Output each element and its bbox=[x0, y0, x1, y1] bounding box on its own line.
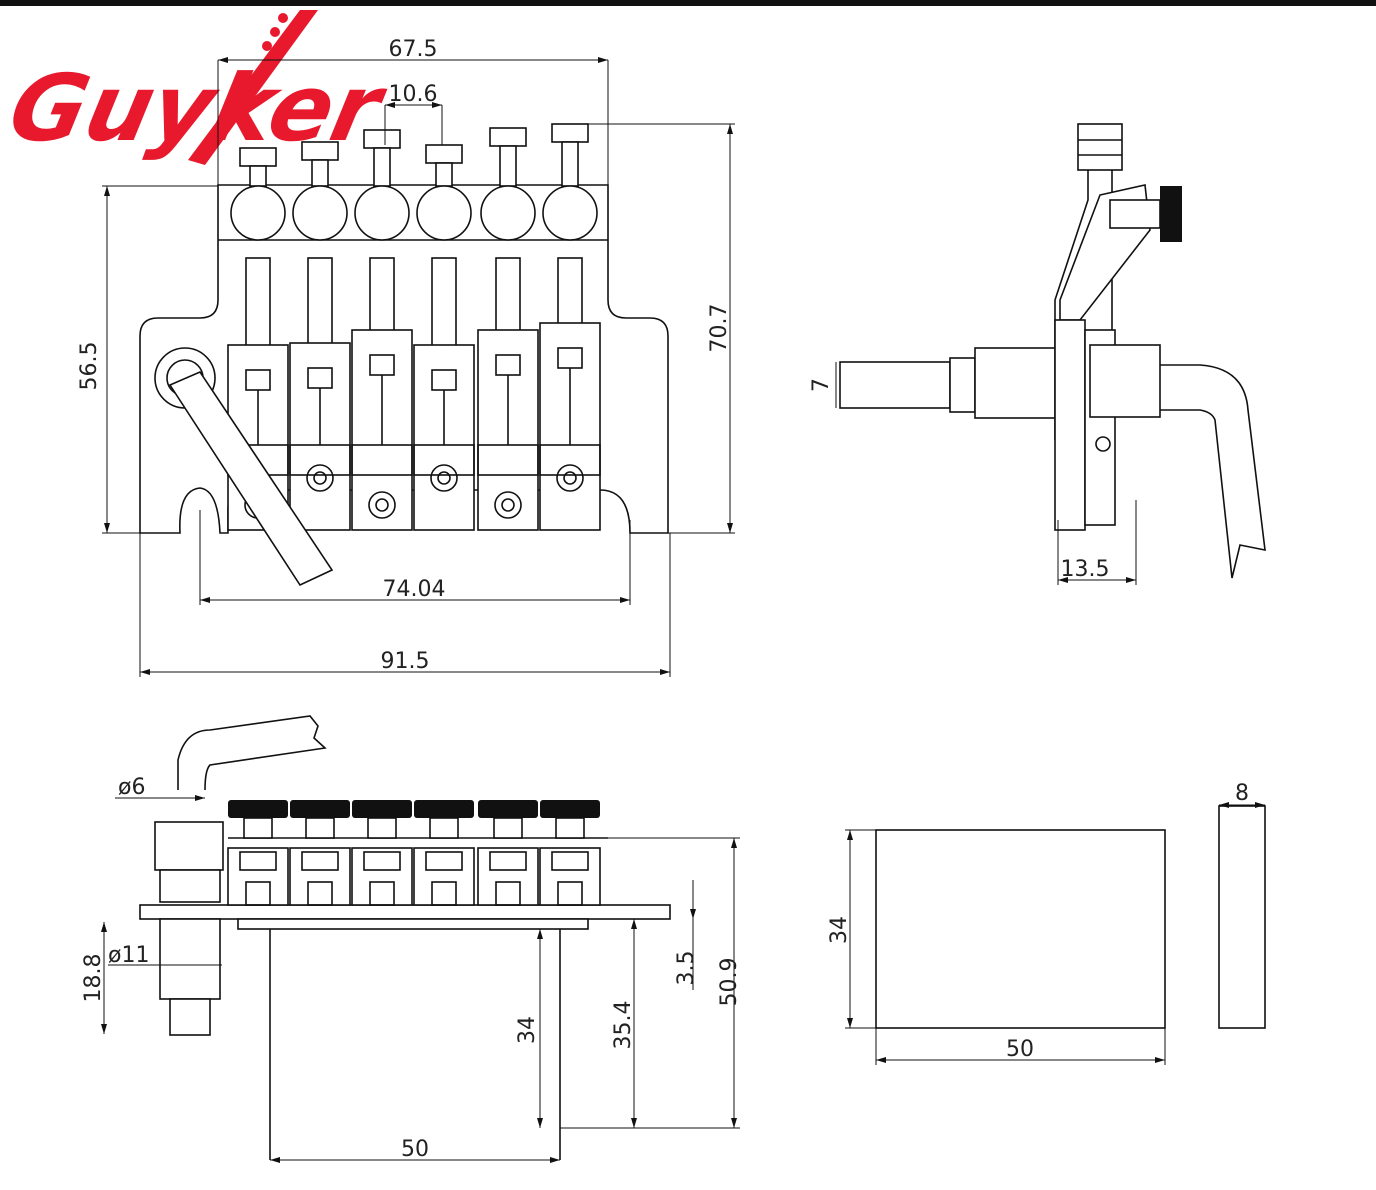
dim-50-9: 50.9 bbox=[717, 958, 742, 1007]
top-view: 67.5 10.6 70.7 56.5 74.04 91.5 bbox=[77, 37, 735, 677]
dim-block-50: 50 bbox=[1006, 1037, 1034, 1062]
string-assembly bbox=[413, 144, 475, 531]
block-view: 34 50 8 bbox=[827, 781, 1266, 1065]
side-view: 7 13.5 bbox=[809, 123, 1266, 585]
dim-block-34: 34 bbox=[827, 916, 852, 944]
fine-tuner-profile bbox=[289, 800, 351, 906]
dim-70-7: 70.7 bbox=[707, 304, 732, 353]
dim-block-8: 8 bbox=[1235, 781, 1249, 806]
dim-67-5: 67.5 bbox=[389, 37, 438, 62]
fine-tuner-profile bbox=[351, 800, 413, 906]
fine-tuner-profile bbox=[477, 800, 539, 906]
dim-74-04: 74.04 bbox=[383, 577, 446, 602]
string-assembly bbox=[289, 141, 351, 531]
top-bar bbox=[0, 0, 1376, 6]
dim-91-5: 91.5 bbox=[381, 649, 430, 674]
string-assembly bbox=[539, 123, 601, 531]
dim-10-6: 10.6 bbox=[389, 82, 438, 107]
fine-tuner-profile bbox=[227, 800, 289, 906]
string-assembly bbox=[477, 127, 539, 531]
dim-35-4: 35.4 bbox=[611, 1001, 636, 1050]
dim-3-5: 3.5 bbox=[674, 951, 699, 986]
dim-56-5: 56.5 bbox=[77, 342, 102, 391]
dim-34: 34 bbox=[515, 1016, 540, 1044]
dim-18-8: 18.8 bbox=[81, 954, 106, 1003]
string-assembly bbox=[351, 129, 413, 531]
dim-o11: ø11 bbox=[108, 943, 149, 968]
dim-13-5: 13.5 bbox=[1061, 557, 1110, 582]
front-view: ø6 ø11 18.8 34 35.4 3.5 50.9 50 bbox=[81, 715, 742, 1163]
dim-50: 50 bbox=[401, 1137, 429, 1162]
fine-tuner-profile bbox=[539, 800, 601, 906]
dim-7: 7 bbox=[809, 378, 834, 392]
dim-o6: ø6 bbox=[118, 775, 145, 800]
fine-tuner-profile bbox=[413, 800, 475, 906]
